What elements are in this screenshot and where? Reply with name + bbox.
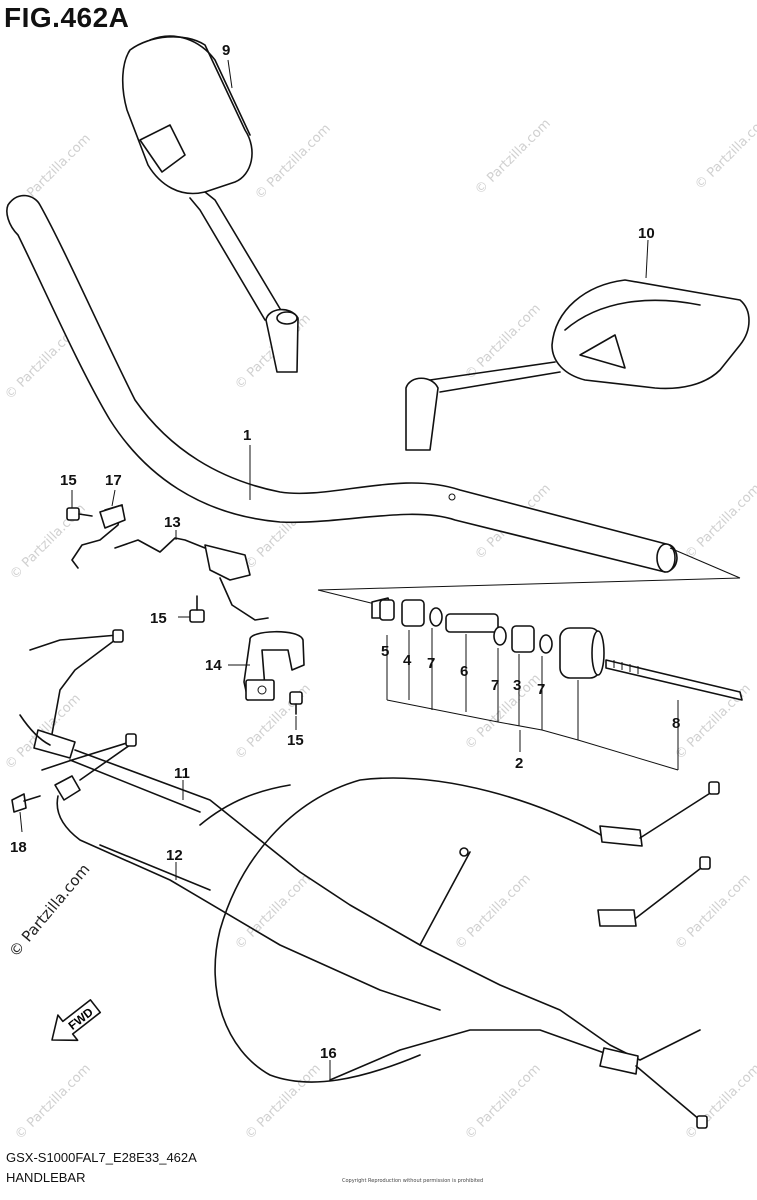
callout-7[interactable]: 7 xyxy=(537,681,545,698)
watermark: © Partzilla.com xyxy=(462,301,544,383)
callout-13[interactable]: 13 xyxy=(164,514,181,531)
watermark: © Partzilla.com xyxy=(452,871,534,953)
cable-ends-left xyxy=(29,629,471,946)
throttle-cable-part-11[interactable] xyxy=(19,639,701,1061)
model-code: GSX-S1000FAL7_E28E33_462A xyxy=(6,1150,197,1165)
bolt-part-18[interactable] xyxy=(11,793,41,813)
watermark: © Partzilla.com xyxy=(12,1061,94,1143)
bolt-part-15-low[interactable] xyxy=(289,691,303,715)
watermark: © Partzilla.com xyxy=(692,111,757,193)
callout-leaders xyxy=(19,489,679,1080)
watermark: © Partzilla.com xyxy=(252,121,334,203)
mirror-right-part-10[interactable] xyxy=(405,239,750,451)
bracket-part-13[interactable] xyxy=(114,537,269,621)
bolt-part-15-top[interactable] xyxy=(66,507,93,521)
callout-18[interactable]: 18 xyxy=(10,839,27,856)
throttle-cable-part-12[interactable] xyxy=(54,744,441,1011)
watermark: © Partzilla.com xyxy=(672,871,754,953)
callout-16[interactable]: 16 xyxy=(320,1045,337,1062)
watermark: © Partzilla.com xyxy=(682,1061,757,1143)
callouts: 1 2 3 4 5 6 7 7 7 8 9 10 11 12 13 14 15 … xyxy=(10,42,680,1062)
callout-8[interactable]: 8 xyxy=(672,715,680,732)
bolt-part-15-mid[interactable] xyxy=(189,595,205,623)
callout-14[interactable]: 14 xyxy=(205,657,222,674)
callout-17[interactable]: 17 xyxy=(105,472,122,489)
callout-10[interactable]: 10 xyxy=(638,225,655,242)
mirror-left-part-9[interactable] xyxy=(121,35,299,373)
callout-15[interactable]: 15 xyxy=(60,472,77,489)
callout-3[interactable]: 3 xyxy=(513,677,521,694)
callout-2[interactable]: 2 xyxy=(515,755,523,772)
callout-15[interactable]: 15 xyxy=(150,610,167,627)
callout-5[interactable]: 5 xyxy=(381,643,389,660)
fine-print: Copyright Reproduction without permissio… xyxy=(342,1178,484,1184)
watermark: © Partzilla.com xyxy=(462,671,544,753)
callout-12[interactable]: 12 xyxy=(166,847,183,864)
bar-end-assembly[interactable] xyxy=(371,597,743,701)
watermark: © Partzilla.com xyxy=(472,116,554,198)
clamp-part-17[interactable] xyxy=(71,504,126,569)
callout-9[interactable]: 9 xyxy=(222,42,230,59)
callout-1[interactable]: 1 xyxy=(243,427,251,444)
watermark-layer: © Partzilla.com © Partzilla.com © Partzi… xyxy=(2,111,757,1143)
callout-7[interactable]: 7 xyxy=(491,677,499,694)
clamp-part-14[interactable] xyxy=(243,630,305,701)
callout-7[interactable]: 7 xyxy=(427,655,435,672)
cable-part-16[interactable] xyxy=(199,777,720,1129)
callout-4[interactable]: 4 xyxy=(403,652,412,669)
fwd-arrow: FWD xyxy=(51,999,102,1042)
callout-15[interactable]: 15 xyxy=(287,732,304,749)
watermark: © Partzilla.com xyxy=(462,1061,544,1143)
callout-6[interactable]: 6 xyxy=(460,663,468,680)
watermark: © Partzilla.com xyxy=(682,481,757,563)
callout-11[interactable]: 11 xyxy=(174,765,190,782)
section-name: HANDLEBAR xyxy=(6,1170,86,1185)
handlebar-part-1[interactable] xyxy=(6,194,678,573)
watermark-strong: © Partzilla.com xyxy=(5,860,93,960)
watermark: © Partzilla.com xyxy=(242,1061,324,1143)
figure-title: FIG.462A xyxy=(4,2,130,33)
